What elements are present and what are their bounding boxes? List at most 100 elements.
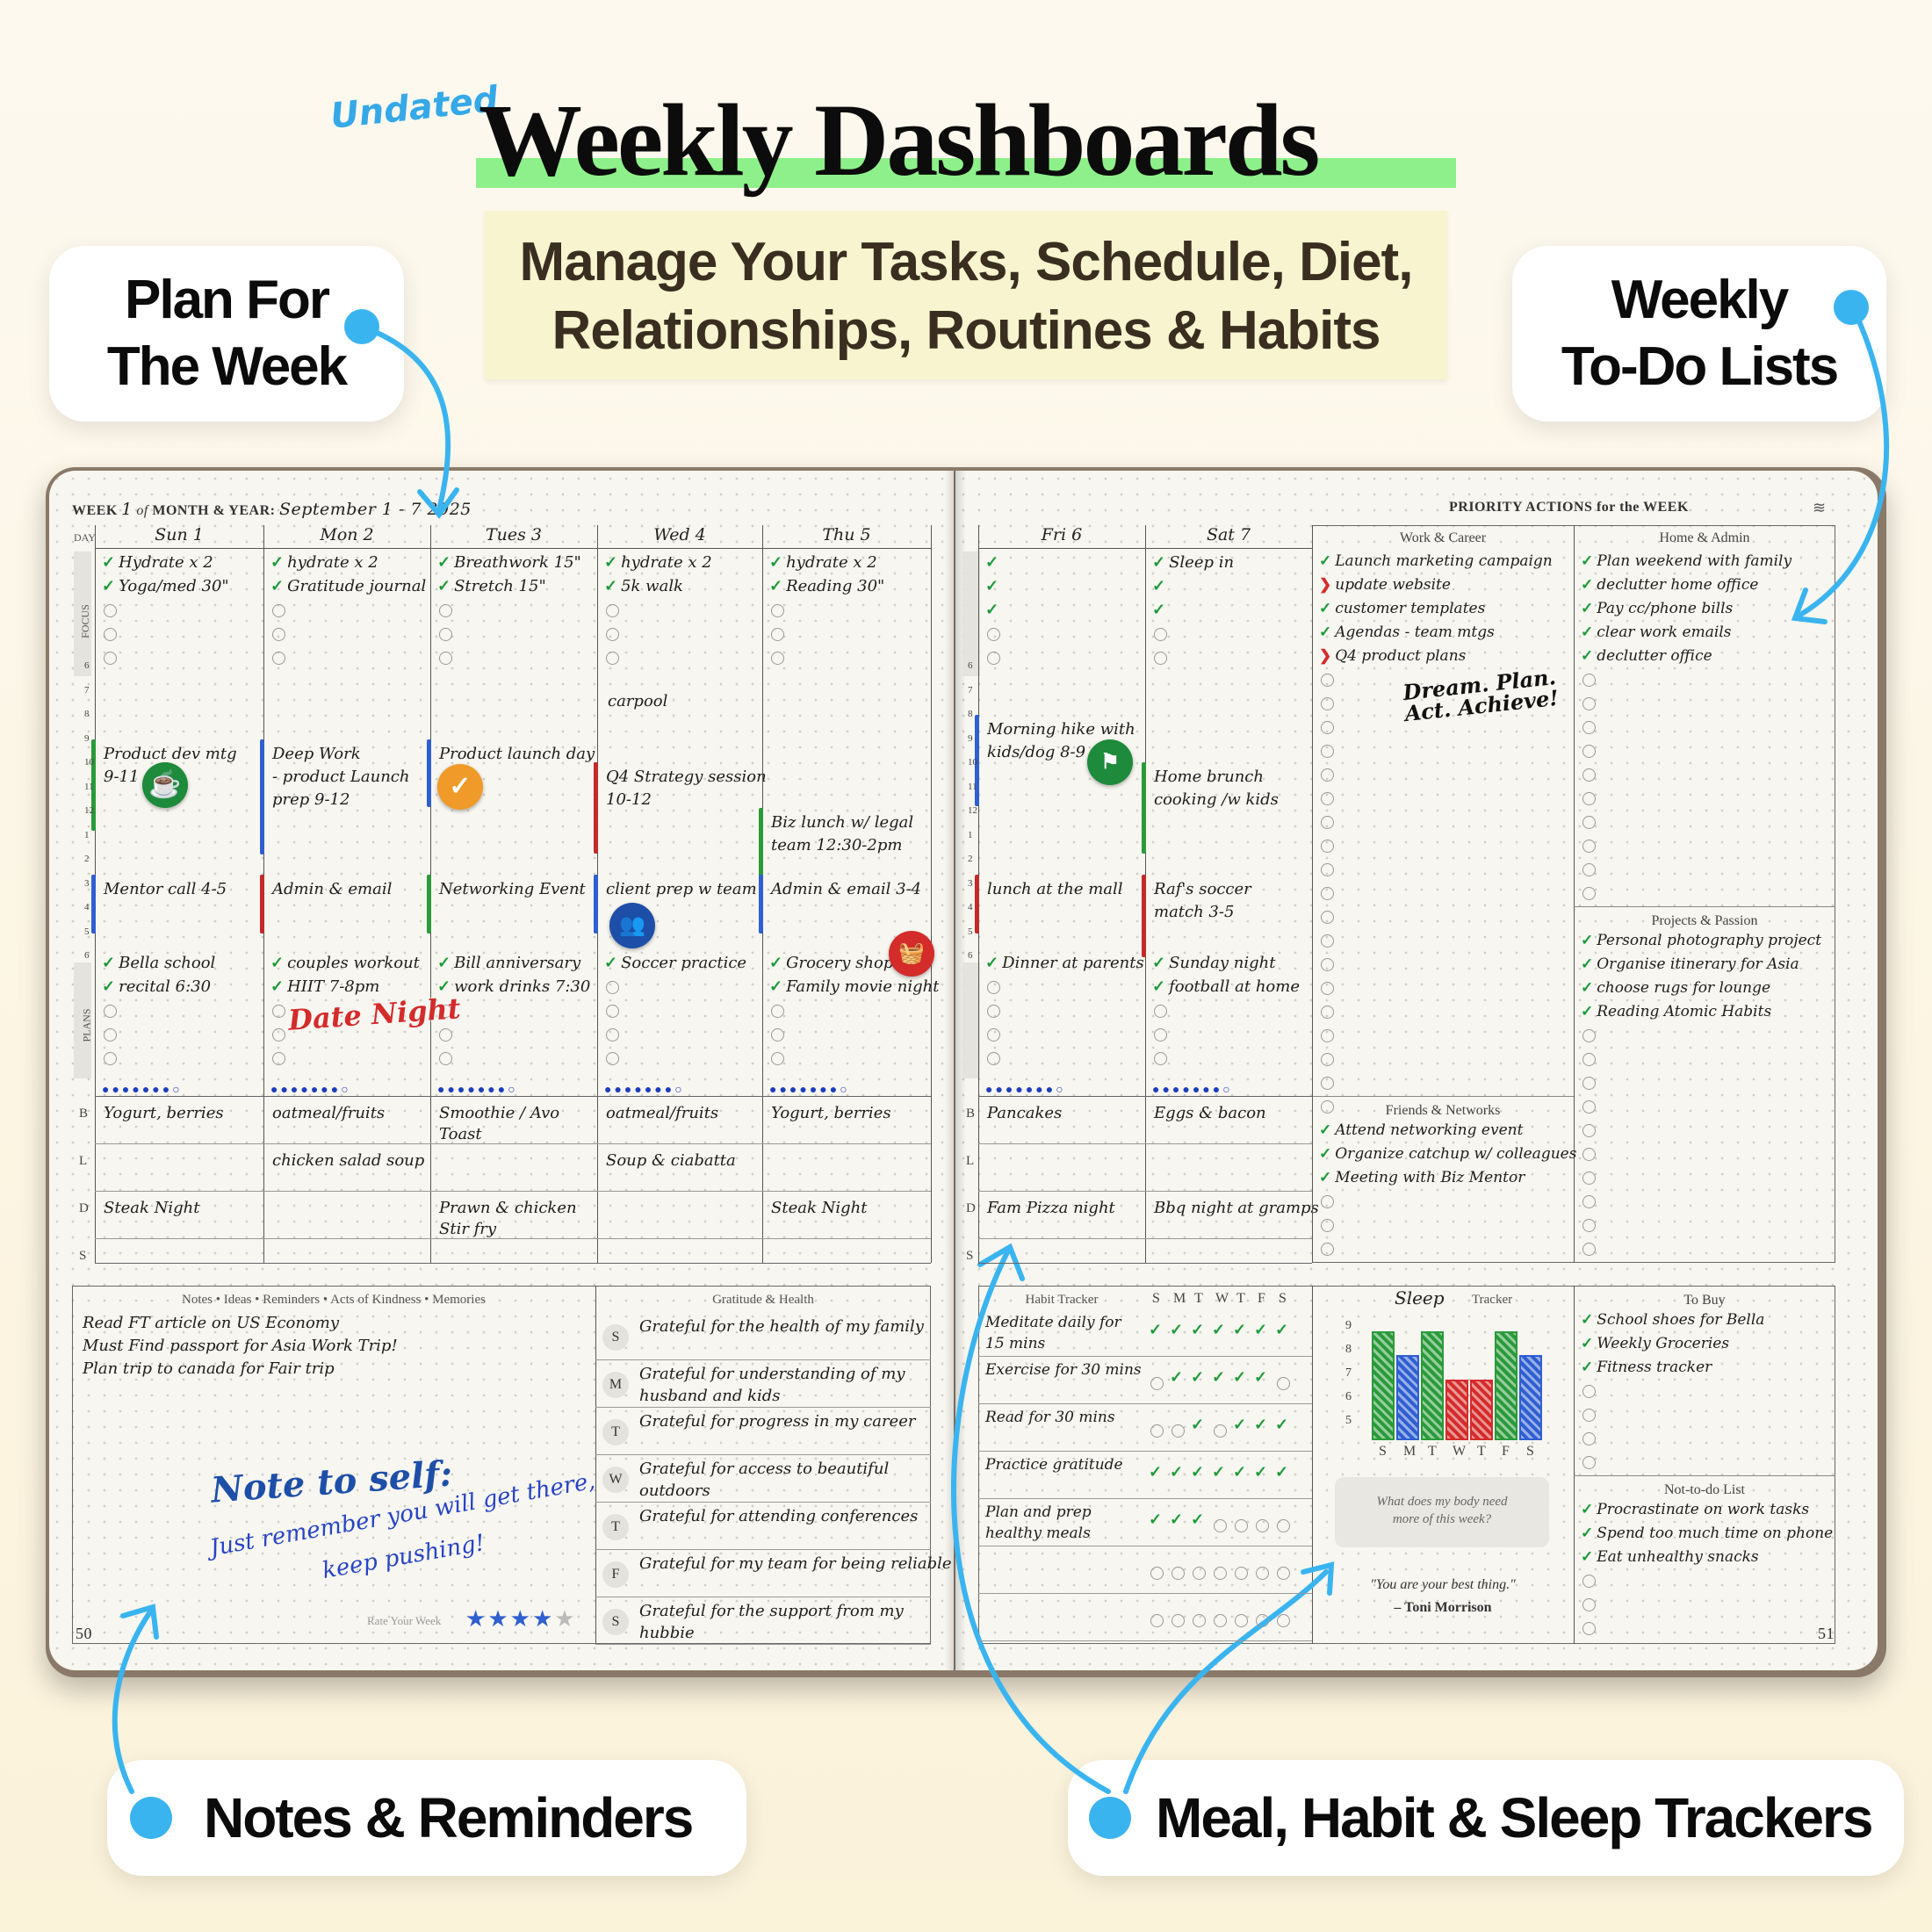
right_page.projects-checkbox[interactable] bbox=[1582, 1077, 1596, 1090]
left_page-plan-checkbox[interactable] bbox=[439, 1028, 452, 1042]
right_page.not_to_do-checkbox[interactable] bbox=[1582, 1622, 1596, 1635]
right_page.work_career-checkbox[interactable] bbox=[1321, 745, 1334, 758]
left_page-plan-checkbox[interactable] bbox=[104, 1005, 117, 1018]
right_page.friends-checkbox[interactable] bbox=[1321, 1219, 1334, 1232]
right_page-plan-checkbox[interactable] bbox=[987, 1052, 1000, 1065]
right_page.work_career-checkbox[interactable] bbox=[1321, 768, 1334, 782]
left_page-plan-checkbox[interactable] bbox=[771, 1028, 784, 1042]
left_page-plan-checkbox[interactable] bbox=[606, 1028, 619, 1042]
right_page.projects-checkbox[interactable] bbox=[1582, 1029, 1596, 1042]
habit-checkbox[interactable] bbox=[1277, 1519, 1290, 1532]
right_page.home_admin-checkbox[interactable] bbox=[1582, 697, 1596, 710]
right_page.home_admin-checkbox[interactable] bbox=[1582, 674, 1596, 687]
left_page-focus-checkbox[interactable] bbox=[771, 628, 784, 641]
habit-checkbox[interactable] bbox=[1150, 1424, 1164, 1438]
right_page-plan-checkbox[interactable] bbox=[987, 1005, 1000, 1018]
left_page-focus-checkbox[interactable] bbox=[272, 604, 285, 617]
right_page.home_admin-checkbox[interactable] bbox=[1582, 840, 1596, 853]
right_page.work_career-checkbox[interactable] bbox=[1321, 697, 1334, 710]
left_page-water-tracker[interactable]: ●●●●●●●○ bbox=[102, 1082, 183, 1096]
right_page.home_admin-checkbox[interactable] bbox=[1582, 887, 1596, 900]
right_page.work_career-checkbox[interactable] bbox=[1321, 674, 1334, 687]
left_page-plan-checkbox[interactable] bbox=[606, 1052, 619, 1065]
right_page.to_buy-checkbox[interactable] bbox=[1582, 1456, 1596, 1469]
habit-check[interactable]: ✓ bbox=[1191, 1463, 1205, 1481]
right_page-plan-checkbox[interactable] bbox=[987, 981, 1000, 994]
left_page-plan-checkbox[interactable] bbox=[606, 981, 619, 994]
left_page-focus-checkbox[interactable] bbox=[439, 628, 452, 641]
habit-checkbox[interactable] bbox=[1214, 1424, 1227, 1438]
right_page.work_career-checkbox[interactable] bbox=[1321, 1029, 1334, 1042]
left_page-plan-checkbox[interactable] bbox=[771, 1052, 784, 1065]
rating-stars[interactable]: ★★★★★ bbox=[465, 1605, 577, 1633]
left_page-plan-checkbox[interactable] bbox=[771, 1005, 784, 1018]
habit-check[interactable]: ✓ bbox=[1170, 1510, 1184, 1529]
habit-check[interactable]: ✓ bbox=[1275, 1416, 1289, 1434]
right_page.work_career-checkbox[interactable] bbox=[1321, 911, 1334, 924]
left_page-focus-checkbox[interactable] bbox=[771, 604, 784, 617]
habit-check[interactable]: ✓ bbox=[1149, 1463, 1163, 1481]
left_page-focus-checkbox[interactable] bbox=[104, 628, 117, 641]
right_page.work_career-checkbox[interactable] bbox=[1321, 958, 1334, 971]
habit-check[interactable]: ✓ bbox=[1254, 1463, 1268, 1481]
right_page.friends-checkbox[interactable] bbox=[1321, 1195, 1334, 1208]
habit-check[interactable]: ✓ bbox=[1254, 1416, 1268, 1434]
right_page-plan-checkbox[interactable] bbox=[987, 1028, 1000, 1042]
right_page.home_admin-checkbox[interactable] bbox=[1582, 745, 1596, 758]
rating-star[interactable]: ★ bbox=[531, 1605, 555, 1632]
habit-checkbox[interactable] bbox=[1214, 1567, 1227, 1580]
habit-check[interactable]: ✓ bbox=[1191, 1510, 1205, 1529]
habit-checkbox[interactable] bbox=[1277, 1377, 1290, 1390]
right_page.projects-checkbox[interactable] bbox=[1582, 1219, 1596, 1232]
left_page-plan-checkbox[interactable] bbox=[439, 1052, 452, 1065]
habit-check[interactable]: ✓ bbox=[1191, 1321, 1205, 1339]
left_page-water-tracker[interactable]: ●●●●●●●○ bbox=[437, 1082, 518, 1096]
habit-check[interactable]: ✓ bbox=[1233, 1368, 1247, 1387]
right_page.home_admin-checkbox[interactable] bbox=[1582, 768, 1596, 782]
habit-checkbox[interactable] bbox=[1193, 1614, 1206, 1627]
habit-check[interactable]: ✓ bbox=[1170, 1321, 1184, 1339]
habit-check[interactable]: ✓ bbox=[1275, 1321, 1289, 1339]
right_page.work_career-checkbox[interactable] bbox=[1321, 1053, 1334, 1066]
habit-check[interactable]: ✓ bbox=[1191, 1416, 1205, 1434]
right_page.home_admin-checkbox[interactable] bbox=[1582, 863, 1596, 876]
right_page-plan-checkbox[interactable] bbox=[1154, 1052, 1167, 1065]
left_page-plan-checkbox[interactable] bbox=[272, 1005, 285, 1018]
right_page.work_career-checkbox[interactable] bbox=[1321, 934, 1334, 948]
habit-checkbox[interactable] bbox=[1277, 1567, 1290, 1580]
habit-checkbox[interactable] bbox=[1256, 1567, 1269, 1580]
left_page-plan-checkbox[interactable] bbox=[272, 1052, 285, 1065]
left_page-focus-checkbox[interactable] bbox=[606, 604, 619, 617]
right_page.home_admin-checkbox[interactable] bbox=[1582, 816, 1596, 829]
left_page-water-tracker[interactable]: ●●●●●●●○ bbox=[604, 1082, 685, 1096]
left_page-focus-checkbox[interactable] bbox=[272, 652, 285, 665]
habit-checkbox[interactable] bbox=[1214, 1519, 1227, 1532]
rating-star[interactable]: ★ bbox=[487, 1605, 510, 1632]
right_page.to_buy-checkbox[interactable] bbox=[1582, 1409, 1596, 1422]
left_page-focus-checkbox[interactable] bbox=[439, 652, 452, 665]
right_page-plan-checkbox[interactable] bbox=[1154, 1028, 1167, 1042]
habit-check[interactable]: ✓ bbox=[1233, 1321, 1247, 1339]
habit-checkbox[interactable] bbox=[1150, 1377, 1164, 1390]
rating-star[interactable]: ★ bbox=[465, 1605, 488, 1632]
right_page.home_admin-checkbox[interactable] bbox=[1582, 721, 1596, 734]
left_page-focus-checkbox[interactable] bbox=[606, 628, 619, 641]
right_page-focus-checkbox[interactable] bbox=[1154, 628, 1167, 641]
left_page-water-tracker[interactable]: ●●●●●●●○ bbox=[270, 1082, 351, 1096]
left_page-plan-checkbox[interactable] bbox=[606, 1005, 619, 1018]
habit-checkbox[interactable] bbox=[1171, 1614, 1185, 1627]
right_page.work_career-checkbox[interactable] bbox=[1321, 816, 1334, 829]
habit-checkbox[interactable] bbox=[1214, 1614, 1227, 1627]
right_page-focus-checkbox[interactable] bbox=[1154, 652, 1167, 665]
habit-checkbox[interactable] bbox=[1235, 1567, 1248, 1580]
left_page-focus-checkbox[interactable] bbox=[104, 604, 117, 617]
habit-check[interactable]: ✓ bbox=[1170, 1368, 1184, 1387]
right_page.projects-checkbox[interactable] bbox=[1582, 1148, 1596, 1161]
right_page.projects-checkbox[interactable] bbox=[1582, 1100, 1596, 1114]
habit-checkbox[interactable] bbox=[1171, 1424, 1185, 1438]
right_page-water-tracker[interactable]: ●●●●●●●○ bbox=[1152, 1082, 1233, 1096]
habit-check[interactable]: ✓ bbox=[1191, 1368, 1205, 1387]
right_page.to_buy-checkbox[interactable] bbox=[1582, 1432, 1596, 1445]
right_page-focus-checkbox[interactable] bbox=[987, 652, 1000, 665]
right_page.work_career-checkbox[interactable] bbox=[1321, 1077, 1334, 1090]
